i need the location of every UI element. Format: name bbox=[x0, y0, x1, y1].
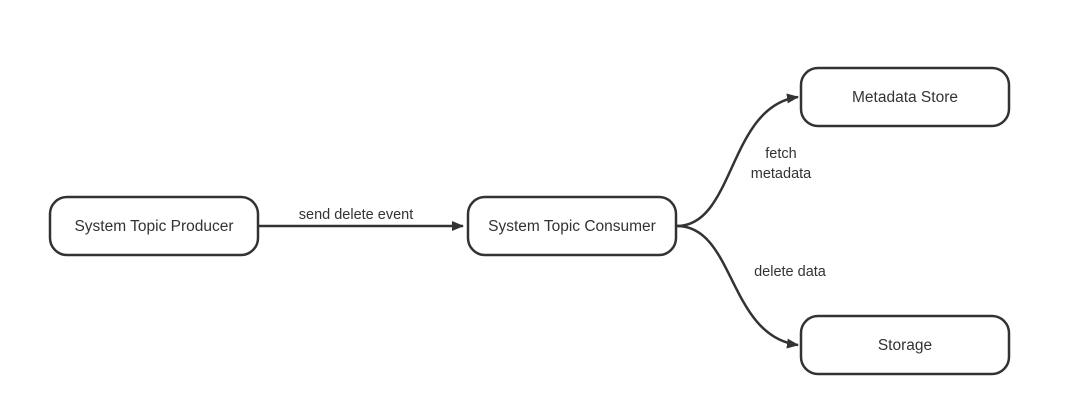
node-storage-box bbox=[799, 314, 1011, 376]
edge-delete-data-line bbox=[676, 224, 799, 349]
node-metadata-store-box bbox=[799, 66, 1011, 128]
node-system-topic-producer-box bbox=[48, 195, 260, 257]
node-system-topic-consumer[interactable]: System Topic Consumer bbox=[466, 195, 678, 257]
edge-delete-data: delete data bbox=[676, 224, 827, 349]
node-storage[interactable]: Storage bbox=[799, 314, 1011, 376]
edge-send-delete-event-label: send delete event bbox=[299, 207, 413, 223]
edge-fetch-metadata: fetch metadata bbox=[676, 93, 812, 228]
node-system-topic-producer[interactable]: System Topic Producer bbox=[48, 195, 260, 257]
node-system-topic-consumer-label: System Topic Consumer bbox=[488, 218, 656, 235]
node-system-topic-consumer-box bbox=[466, 195, 678, 257]
node-storage-label: Storage bbox=[878, 337, 932, 354]
node-system-topic-producer-label: System Topic Producer bbox=[74, 218, 233, 235]
node-metadata-store[interactable]: Metadata Store bbox=[799, 66, 1011, 128]
edge-send-delete-event: send delete event bbox=[258, 207, 464, 231]
edge-fetch-metadata-label-line2: metadata bbox=[751, 166, 812, 182]
node-metadata-store-label: Metadata Store bbox=[852, 89, 958, 106]
edge-fetch-metadata-line bbox=[676, 93, 799, 228]
edge-delete-data-label: delete data bbox=[754, 264, 827, 280]
edge-fetch-metadata-label-line1: fetch bbox=[765, 146, 796, 162]
